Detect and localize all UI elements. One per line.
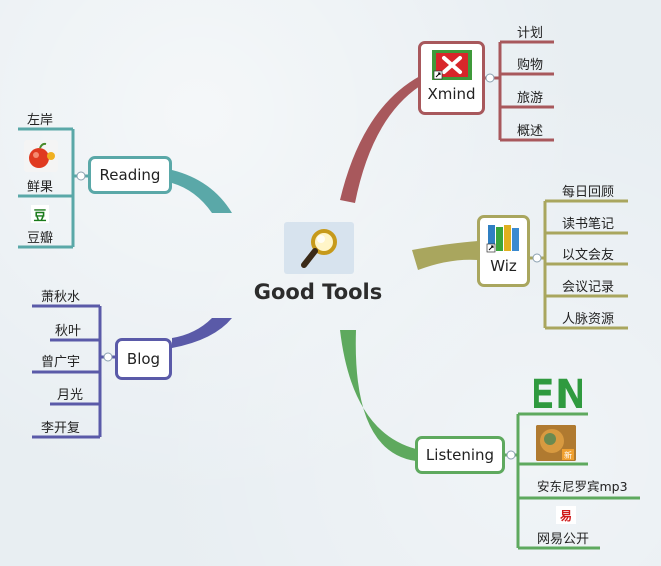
branch-connector-listening: [340, 330, 416, 461]
collapse-dots: [76, 73, 542, 460]
netease-icon: 易: [556, 506, 576, 524]
wiz-books-icon: [486, 223, 522, 253]
netease-glyph: 易: [559, 508, 572, 523]
topic-listening[interactable]: Listening: [415, 436, 505, 474]
audio-cover-icon: 新: [536, 425, 576, 461]
xmind-child-0[interactable]: 计划: [517, 26, 544, 41]
topic-xmind[interactable]: Xmind: [418, 41, 485, 115]
topic-reading-label: Reading: [99, 166, 161, 184]
branch-connector-xmind: [340, 76, 420, 203]
xmind-child-1[interactable]: 购物: [517, 58, 544, 73]
xmind-app-icon: [431, 50, 472, 80]
listening-child-1[interactable]: 安东尼罗宾mp3: [537, 479, 628, 494]
blog-child-2[interactable]: 曾广宇: [41, 355, 81, 370]
wiz-child-0[interactable]: 每日回顾: [562, 185, 615, 200]
topic-wiz-label: Wiz: [490, 257, 517, 275]
wiz-child-4[interactable]: 人脉资源: [562, 312, 615, 327]
reading-child-0[interactable]: 左岸: [27, 113, 54, 128]
listening-sub-lines: [505, 412, 640, 550]
topic-reading[interactable]: Reading: [88, 156, 172, 194]
magnifier-icon: [284, 222, 354, 274]
xmind-child-2[interactable]: 旅游: [517, 91, 544, 106]
blog-child-1[interactable]: 秋叶: [55, 324, 82, 339]
branch-connector-wiz: [412, 241, 478, 270]
central-topic-title[interactable]: Good Tools: [253, 280, 383, 304]
en-logo-text: EN: [534, 372, 582, 412]
reading-child-2[interactable]: 豆瓣: [27, 231, 54, 246]
wiz-child-1[interactable]: 读书笔记: [562, 217, 615, 232]
blog-child-4[interactable]: 李开复: [41, 421, 81, 436]
branch-connector-reading: [172, 170, 232, 213]
topic-listening-label: Listening: [425, 446, 495, 464]
blog-sub-lines: [32, 304, 115, 439]
topic-xmind-label: Xmind: [427, 85, 476, 103]
topic-wiz[interactable]: Wiz: [477, 215, 530, 287]
douban-icon: 豆: [31, 205, 49, 224]
branch-connector-blog: [172, 318, 232, 348]
topic-blog[interactable]: Blog: [115, 338, 172, 380]
xmind-child-3[interactable]: 概述: [517, 124, 544, 139]
blog-child-3[interactable]: 月光: [57, 388, 84, 403]
wiz-child-2[interactable]: 以文会友: [562, 248, 615, 263]
apple-icon: [24, 140, 58, 172]
topic-blog-label: Blog: [126, 350, 161, 368]
fruit-glyph: 新: [564, 450, 572, 460]
listening-child-2[interactable]: 网易公开: [537, 532, 590, 547]
blog-child-0[interactable]: 萧秋水: [41, 290, 81, 305]
wiz-child-3[interactable]: 会议记录: [562, 280, 615, 295]
reading-child-1[interactable]: 鲜果: [27, 180, 54, 195]
en-logo-icon: EN: [528, 366, 589, 418]
douban-glyph: 豆: [33, 208, 47, 224]
